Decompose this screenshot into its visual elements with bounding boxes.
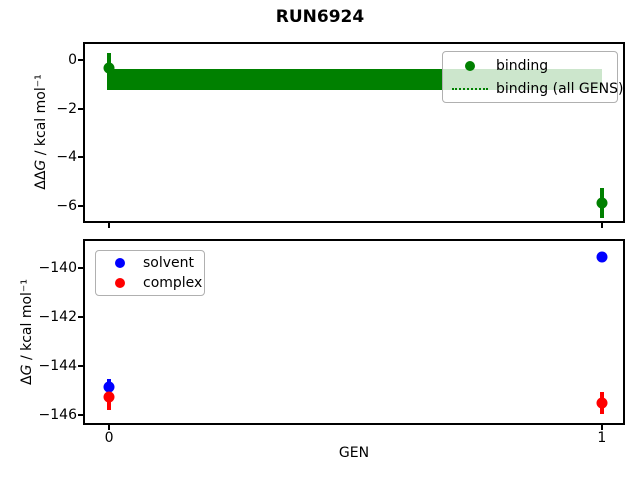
dg-y-axis-label: ΔG / kcal mol⁻¹ [19,279,35,385]
y-tick-mark [78,364,83,367]
figure-suptitle: RUN6924 [275,7,365,27]
x-tick-mark [108,223,111,228]
x-tick-mark [108,425,111,430]
y-tick-mark [78,59,83,61]
y-tick-label: 0 [68,52,77,68]
y-tick-label: −140 [38,259,77,276]
legend-marker-icon [105,278,135,288]
x-tick-mark [600,425,603,430]
legend-entry-binding-all-gens-: binding (all GENS) [443,77,623,100]
y-tick-label: −4 [56,149,77,165]
dot-icon [465,60,475,71]
legend-box: binding binding (all GENS) [442,51,623,103]
legend-marker-icon [105,258,135,268]
data-point-complex-x0 [103,391,115,402]
legend-entry-binding: binding [443,54,617,77]
x-tick-label: 0 [104,430,114,446]
dg-subplot: GEN −140 −142 −144 −146 0 1 solvent complex [39,239,625,461]
data-point-binding-x0 [103,62,115,74]
legend-box: solvent complex [95,250,205,296]
legend-entry-label: binding (all GENS) [496,80,624,97]
legend-dotted-line-icon [452,87,488,90]
legend-entry-label: binding [496,57,549,74]
data-point-solvent-x1 [596,251,608,263]
ylabel-italic-g: G [33,159,49,171]
x-tick-mark [600,223,603,228]
y-tick-mark [78,107,83,110]
x-tick-label: 1 [597,430,607,446]
y-tick-label: −142 [38,308,77,325]
x-axis-label: GEN [338,445,370,461]
y-tick-label: −146 [38,406,77,423]
y-tick-mark [78,315,83,318]
ylabel-prefix: ΔΔ [33,170,49,190]
ylabel-italic-g: G [19,364,35,376]
ylabel-prefix: Δ [19,375,35,385]
y-tick-mark [78,413,83,416]
y-tick-mark [78,204,83,207]
dot-icon [115,278,125,288]
y-tick-label: −2 [56,100,77,117]
legend-entry-label: solvent [143,255,195,271]
data-point-complex-x1 [596,397,608,409]
dot-icon [115,258,125,268]
y-tick-label: −144 [38,357,77,374]
y-tick-mark [78,266,83,269]
ddg-subplot: 0 −2 −4 −6 binding binding (all GENS) [56,42,625,228]
ddg-y-axis-label: ΔΔG / kcal mol⁻¹ [33,74,49,189]
ylabel-suffix: / kcal mol⁻¹ [19,279,35,365]
dotted-line-icon [452,87,488,90]
legend-entry-label: complex [143,275,203,291]
legend-entry-complex: complex [96,273,204,293]
y-tick-mark [78,156,83,158]
y-tick-label: −6 [56,197,77,214]
legend-marker-icon [452,60,488,71]
legend-entry-solvent: solvent [96,253,204,273]
ylabel-suffix: / kcal mol⁻¹ [33,74,49,160]
data-point-binding-x1 [596,197,608,209]
data-point-solvent-x0 [103,381,115,393]
